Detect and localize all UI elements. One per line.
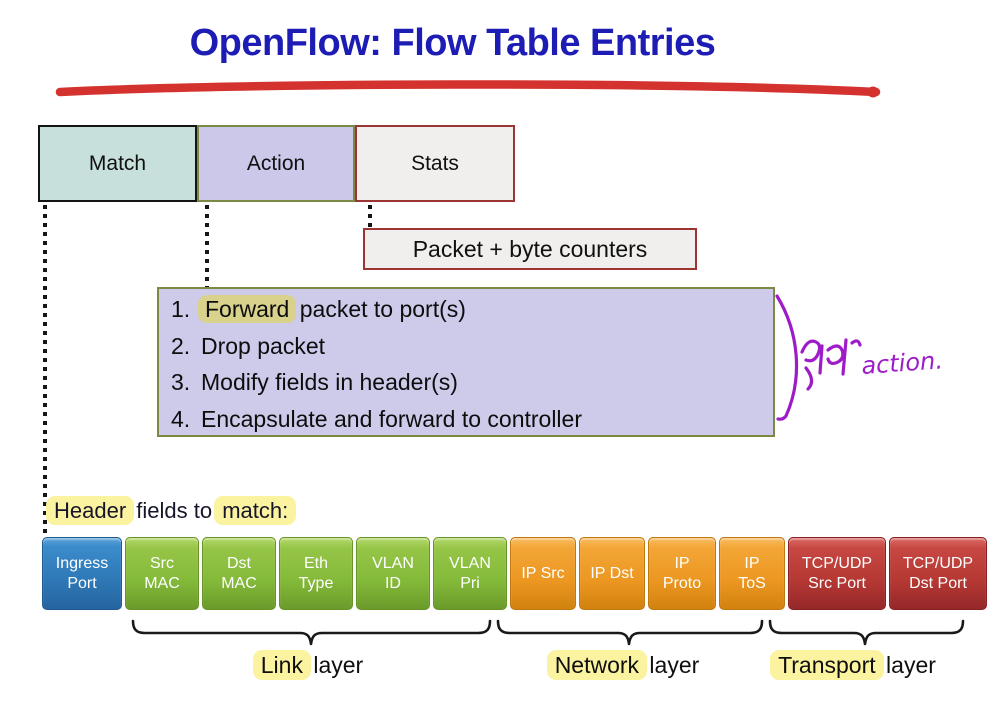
action-item-number: 4.: [171, 405, 191, 432]
field-ingress-port: Ingress Port: [42, 537, 122, 610]
field-vlan-id: VLAN ID: [356, 537, 430, 610]
field-ip-proto: IP Proto: [648, 537, 716, 610]
match-highlight: match:: [214, 496, 297, 525]
transport-layer-brace: [768, 619, 965, 646]
transport-layer-rest: layer: [879, 652, 936, 678]
link-highlight: Link: [252, 650, 311, 680]
packet-byte-counters-box: Packet + byte counters: [363, 228, 697, 270]
header-highlight: Header: [46, 496, 135, 525]
actions-list-box: 1. Forward packet to port(s) 2. Drop packe…: [157, 287, 775, 437]
page-title: OpenFlow: Flow Table Entries: [189, 22, 716, 64]
annotation-latin-text: action.: [860, 346, 943, 380]
field-dst-mac: Dst MAC: [202, 537, 276, 610]
header-fields-heading: Header fields to match:: [46, 496, 297, 525]
action-item-number: 1.: [171, 296, 191, 322]
action-item-2: 2. Drop packet: [171, 328, 763, 365]
field-tcp-udp-dst-port: TCP/UDP Dst Port: [889, 537, 987, 610]
action-item-highlight: Forward: [198, 295, 297, 323]
field-src-mac: Src MAC: [125, 537, 199, 610]
field-tcp-udp-src-port: TCP/UDP Src Port: [788, 537, 886, 610]
field-ip-src: IP Src: [510, 537, 576, 610]
network-layer-rest: layer: [643, 652, 700, 678]
flow-cell-match: Match: [38, 125, 197, 202]
dotted-connector-action: [205, 205, 209, 287]
dotted-connector-stats: [368, 205, 372, 228]
network-layer-label: Network layer: [515, 650, 735, 680]
field-ip-dst: IP Dst: [579, 537, 645, 610]
header-fields-row: Ingress Port Src MAC Dst MAC Eth Type VL…: [42, 537, 987, 610]
action-item-number: 3.: [171, 369, 191, 395]
action-item-number: 2.: [171, 332, 191, 359]
flow-cell-stats: Stats: [355, 125, 515, 202]
field-ip-tos: IP ToS: [719, 537, 785, 610]
action-item-3: 3. Modify fields in header(s): [171, 364, 763, 401]
flow-cell-match-label: Match: [88, 151, 147, 175]
field-eth-type: Eth Type: [279, 537, 353, 610]
packet-byte-counters-label: Packet + byte counters: [412, 235, 648, 262]
action-item-1: 1. Forward packet to port(s): [171, 291, 763, 328]
title-underline: [55, 80, 881, 98]
action-item-text: Modify fields in header(s): [201, 369, 458, 395]
dotted-connector-match: [43, 205, 47, 535]
hangul-scribble: [800, 338, 862, 391]
annotation-arc: [775, 294, 799, 421]
link-layer-label: Link layer: [200, 650, 420, 680]
field-vlan-pri: VLAN Pri: [433, 537, 507, 610]
action-item-text: packet to port(s): [293, 296, 466, 322]
flow-cell-stats-label: Stats: [411, 151, 459, 175]
transport-layer-label: Transport layer: [745, 650, 965, 680]
link-layer-rest: layer: [306, 652, 364, 678]
link-layer-brace: [131, 619, 492, 646]
action-item-4: 4. Encapsulate and forward to controller: [171, 401, 763, 438]
flow-cell-action: Action: [197, 125, 355, 202]
network-highlight: Network: [546, 650, 648, 680]
flow-cell-action-label: Action: [246, 151, 306, 175]
handwritten-annotation: action.: [775, 294, 944, 421]
network-layer-brace: [496, 619, 764, 646]
action-item-text: Encapsulate and forward to controller: [201, 405, 582, 432]
transport-highlight: Transport: [770, 650, 884, 680]
action-item-text: Drop packet: [201, 332, 326, 359]
header-mid-text: fields to: [130, 498, 219, 523]
